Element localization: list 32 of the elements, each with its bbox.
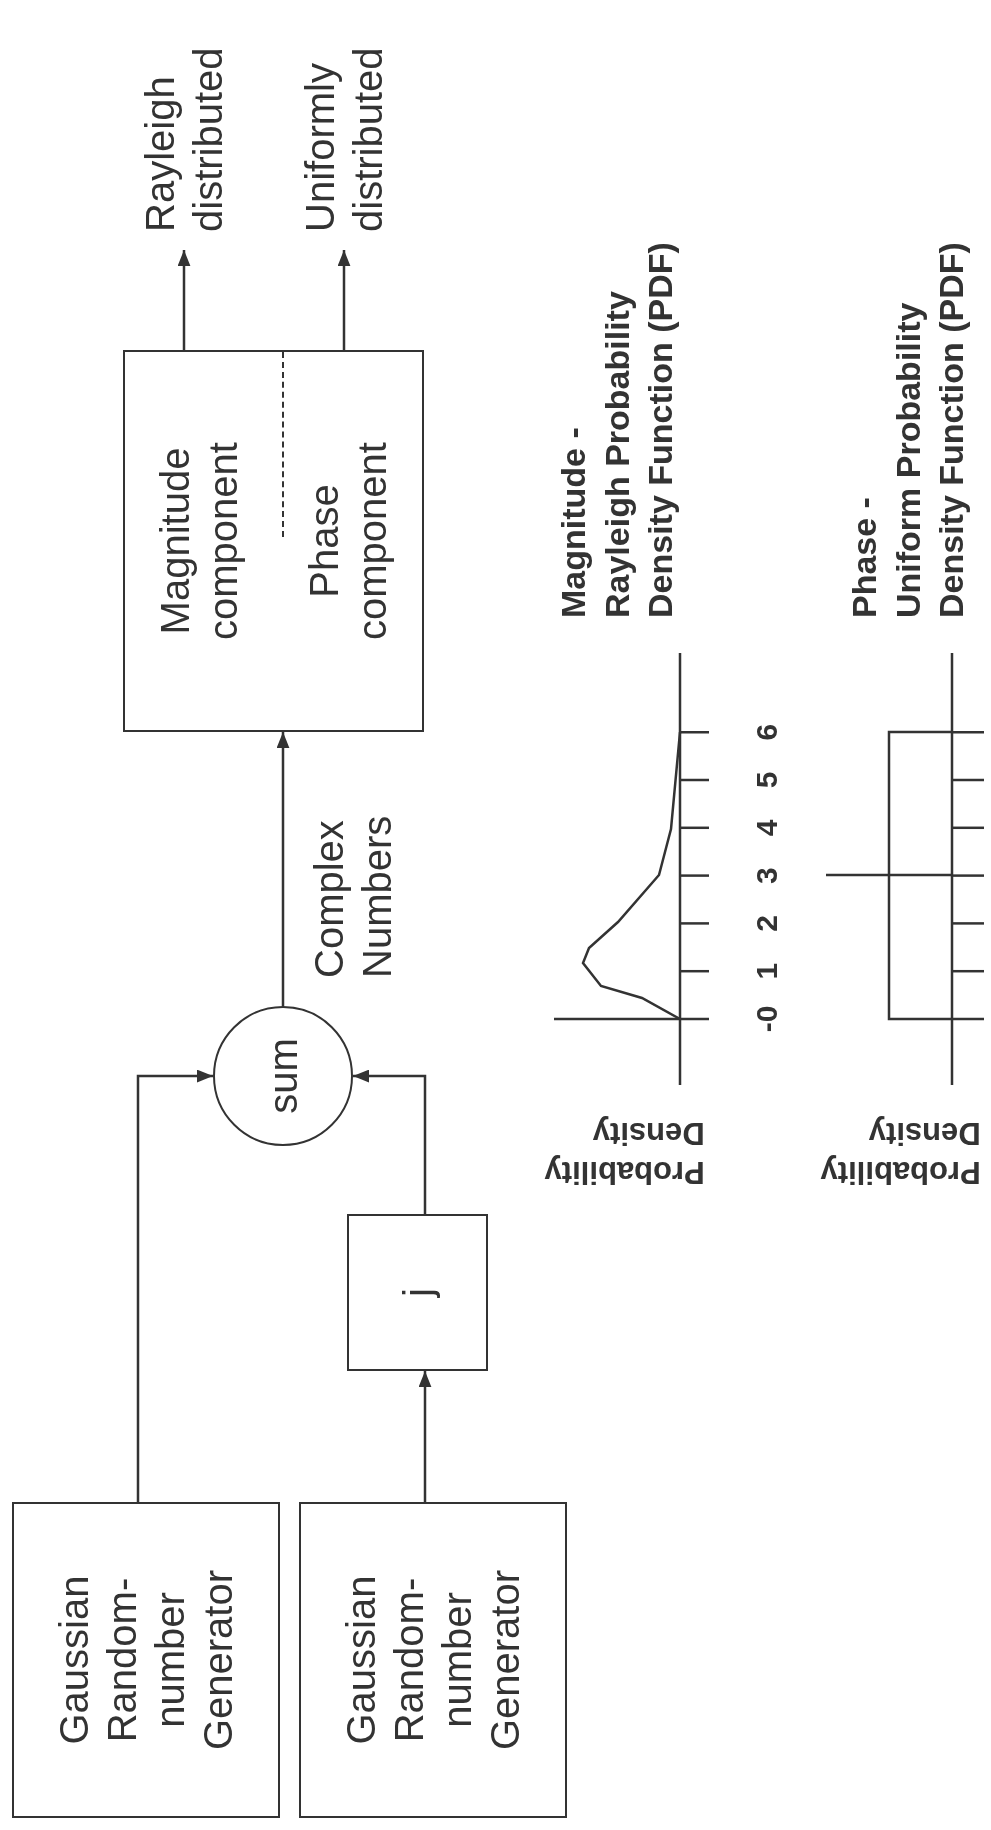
edge-label: Complex Numbers	[306, 814, 400, 978]
box-text: Magnitude component	[152, 441, 247, 642]
chart-title: Uniform Probability Density Function (PDF)	[888, 241, 971, 618]
output-label: Rayleigh distributed	[124, 10, 244, 250]
chart-title: Magnitude -	[553, 426, 593, 618]
tick-label: 1	[749, 961, 784, 982]
arrow	[276, 732, 290, 1006]
chart-title: Phase -	[844, 496, 884, 618]
generator-box	[12, 1502, 280, 1818]
output-label: Uniformly distributed	[284, 10, 404, 250]
arrow	[136, 1069, 213, 1502]
box-text: Phase component	[300, 441, 395, 642]
tick-label: 4	[749, 818, 784, 839]
box-text: sum	[260, 1038, 306, 1114]
axis-label: Probability Density	[819, 1115, 981, 1191]
arrow	[337, 250, 351, 350]
arrow	[177, 250, 191, 350]
tick-label: 6	[749, 722, 784, 743]
chart-title: Rayleigh Probability Density Function (PDF)	[597, 241, 680, 618]
tick-label: 2	[749, 914, 784, 934]
arrow	[418, 1371, 432, 1502]
axis-label: Probability Density	[543, 1115, 705, 1191]
generator-box	[299, 1502, 567, 1818]
box-text: Gaussian Random- number Generator	[51, 1568, 241, 1753]
box-text: Gaussian Random- number Generator	[338, 1568, 528, 1753]
tick-label: 3	[749, 866, 784, 886]
arrow	[353, 1069, 427, 1214]
tick-label: -0	[749, 1004, 784, 1035]
process-box	[123, 350, 424, 732]
box-text: j	[394, 1288, 441, 1297]
tick-label: 5	[749, 770, 784, 791]
multiplier-box	[347, 1214, 488, 1371]
